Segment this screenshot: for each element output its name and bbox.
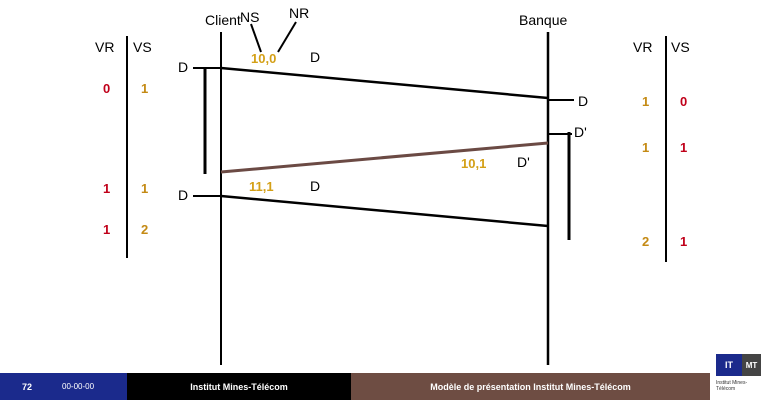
message-1-seq: 10,0 [251,51,276,66]
client-vs-value: 1 [141,81,148,96]
page-number: 72 [22,381,33,392]
ack-type: D' [517,154,530,170]
client-label: Client [205,12,241,28]
nr-label: NR [289,5,309,21]
ack-arrow [220,141,549,174]
ns-label: NS [240,9,259,25]
bank-label: Banque [519,12,567,28]
bank-receive-label-1: D [578,93,588,109]
institute-logo: IT MT Institut Mines-Télécom [710,350,761,401]
message-1-arrow [220,66,549,100]
bank-vs-value: 0 [680,94,687,109]
message-2-arrow [220,194,549,228]
client-vr-header: VR [95,39,114,55]
bank-vs-value: 1 [680,140,687,155]
footer-page-info: 72 00-00-00 [0,373,127,400]
bank-vr-value: 1 [642,140,649,155]
client-vs-value: 1 [141,181,148,196]
client-vs-value: 2 [141,222,148,237]
nr-pointer [277,21,297,53]
client-vs-header: VS [133,39,152,55]
institute-name: Institut Mines-Télécom [190,381,288,392]
client-send-label-1: D [178,59,188,75]
bank-vs-header: VS [671,39,690,55]
client-send-label-2: D [178,187,188,203]
bank-vs-value: 1 [680,234,687,249]
message-2-type: D [310,178,320,194]
template-name: Modèle de présentation Institut Mines-Té… [430,381,631,392]
client-vr-value: 0 [103,81,110,96]
ack-seq: 10,1 [461,156,486,171]
client-vr-value: 1 [103,222,110,237]
footer-institute: Institut Mines-Télécom [127,373,351,400]
ns-pointer [250,23,262,53]
client-vr-value: 1 [103,181,110,196]
footer-template: Modèle de présentation Institut Mines-Té… [351,373,710,400]
bank-vr-value: 1 [642,94,649,109]
bank-send-label-ack: D' [574,124,587,140]
footer-date: 00-00-00 [62,382,95,391]
message-1-type: D [310,49,320,65]
bank-vr-header: VR [633,39,652,55]
logo-mark: IT [716,354,742,376]
bank-vr-value: 2 [642,234,649,249]
logo-text: Institut Mines-Télécom [716,380,748,392]
logo-mark-secondary: MT [742,354,761,376]
message-2-seq: 11,1 [249,179,274,194]
